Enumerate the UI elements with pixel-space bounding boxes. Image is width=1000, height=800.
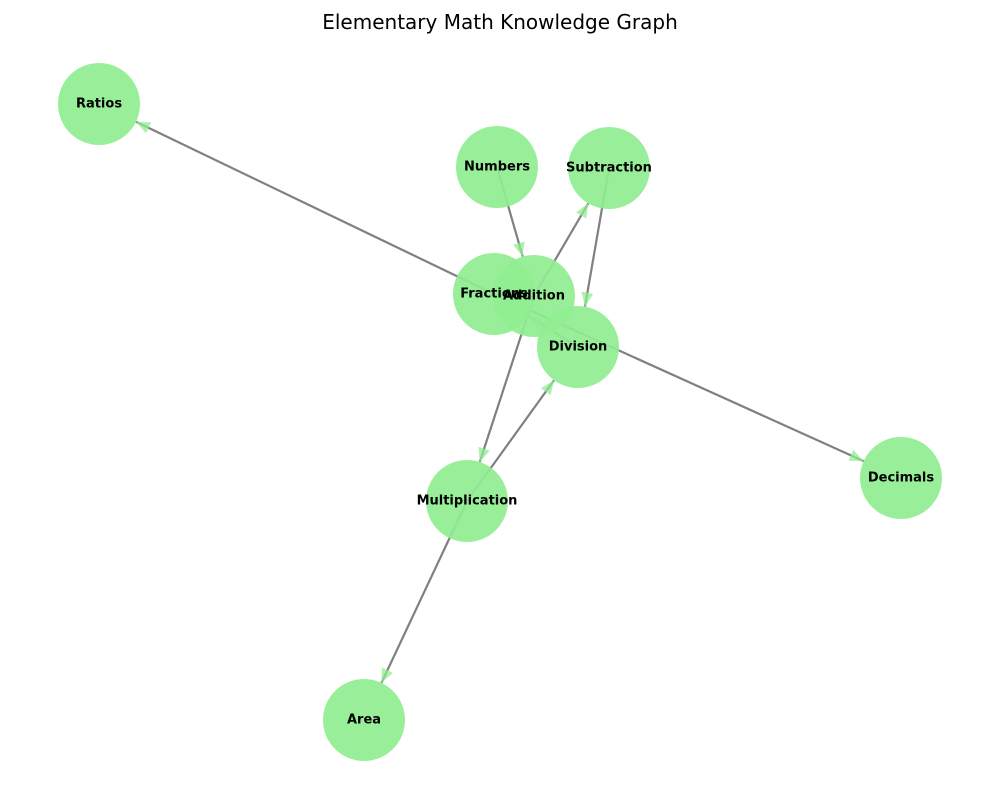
node-label-division: Division [549, 340, 608, 355]
node-decimals[interactable] [860, 437, 942, 519]
node-area[interactable] [323, 679, 405, 761]
node-label-fractions: Fractions [460, 287, 528, 302]
arrowhead-numbers-to-addition [513, 241, 525, 257]
node-label-area: Area [347, 713, 381, 728]
labels-layer: Numbers Subtraction RatiosAdditionFraction… [76, 97, 934, 728]
node-label-subtraction: Subtraction [566, 161, 652, 176]
arrowhead-fractions-to-decimals [848, 449, 864, 462]
node-division[interactable] [537, 306, 619, 388]
node-fractions[interactable] [453, 253, 535, 335]
arrowhead-fractions-to-ratios [135, 121, 152, 134]
node-label-addition: Addition [503, 289, 565, 304]
node-numbers[interactable] [456, 126, 538, 208]
arrowhead-addition-to-multiplication [478, 446, 490, 463]
node-label-decimals: Decimals [868, 471, 935, 486]
node-label-numbers: Numbers [464, 160, 530, 175]
node-label-multiplication: Multiplication [417, 494, 518, 509]
node-label-ratios: Ratios [76, 97, 122, 112]
arrows-layer [135, 121, 864, 683]
edge-fractions-to-ratios [135, 120, 495, 295]
arrowhead-division-to-fractions [528, 315, 544, 329]
nodes-layer [58, 63, 942, 761]
arrowhead-multiplication-to-area [381, 667, 393, 683]
node-ratios[interactable] [58, 63, 140, 145]
arrowhead-multiplication-to-division [540, 380, 555, 396]
arrowhead-addition-to-subtraction [576, 203, 589, 219]
graph-title: Elementary Math Knowledge Graph [322, 10, 678, 34]
node-multiplication[interactable] [426, 460, 508, 542]
node-subtraction[interactable] [568, 127, 650, 209]
arrowhead-subtraction-to-division [581, 291, 594, 307]
